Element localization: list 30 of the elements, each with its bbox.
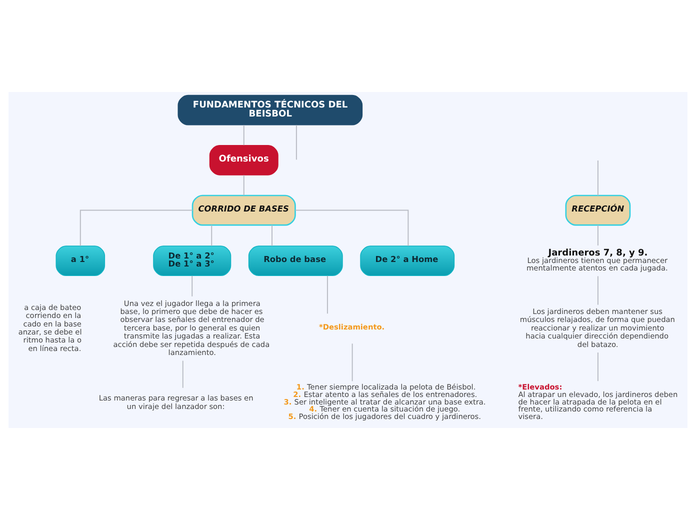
node-box: Robo de base [248,246,343,276]
connector [182,360,184,388]
connector [597,276,598,306]
node-text: Los jardineros deben mantener sus músculos relajados, de forma que puedan reaccionar y realizar un movimiento hacia cualquier dirección dependiendo del batazo. [520,306,675,349]
connector [243,124,244,146]
connector [597,160,598,196]
node-box: De 2° a Home [360,246,455,276]
connector [80,210,193,246]
connector [352,343,353,382]
connector [243,174,244,196]
node-box: a 1° [56,246,106,276]
node-box: De 1° a 2° De 1° a 3° [153,246,232,276]
connector [597,224,598,246]
node-box: CORRIDO DE BASES [192,194,296,226]
node-box: Ofensivos [209,145,278,176]
node-text: Una vez el jugador llega a la primera base, lo primero que debe de hacer es observar las señales del entrenador de tercera base, por lo general es quien transmite las jugadas a realizar. Esta acción debe ser repetida después de cada lanzamiento. [113,298,270,358]
connector [211,224,212,246]
connector [192,275,193,297]
label: a caja de bateo corriendo en la cado en la base anzar, se debe el ritmo hasta la o en línea recta. [18,302,82,353]
node-box: FUNDAMENTOS TÉCNICOS DEL BEISBOL [178,94,363,126]
node-text: 1. Tener siempre localizada la pelota de Béisbol. 2. Estar atento a las señales de los entrenadores. 3. Ser inteligente al tratar de alcanzar una base extra. 4. Tener en cuenta la situación de juego. 5. Posición de los jugadores del cuadro y jardineros. [284,382,486,422]
node-text: *Deslizamiento. [319,322,385,332]
node-text: Jardineros 7, 8, y 9. Los jardineros tienen que permanecer mentalmente atentos en cada jugada. [526,248,668,272]
node-box: RECEPCIÓN [565,194,631,226]
connector [294,210,409,246]
connector [326,275,328,314]
connector [296,124,297,160]
node-text: Las maneras para regresar a las bases en un viraje del lanzador son: [98,394,254,411]
node-text: *Elevados: Al atrapar un elevado, los jardineros deben de hacer la atrapada de la pelota en el frente, utilizando como referencia la visera. [518,382,678,422]
connector [597,352,598,382]
